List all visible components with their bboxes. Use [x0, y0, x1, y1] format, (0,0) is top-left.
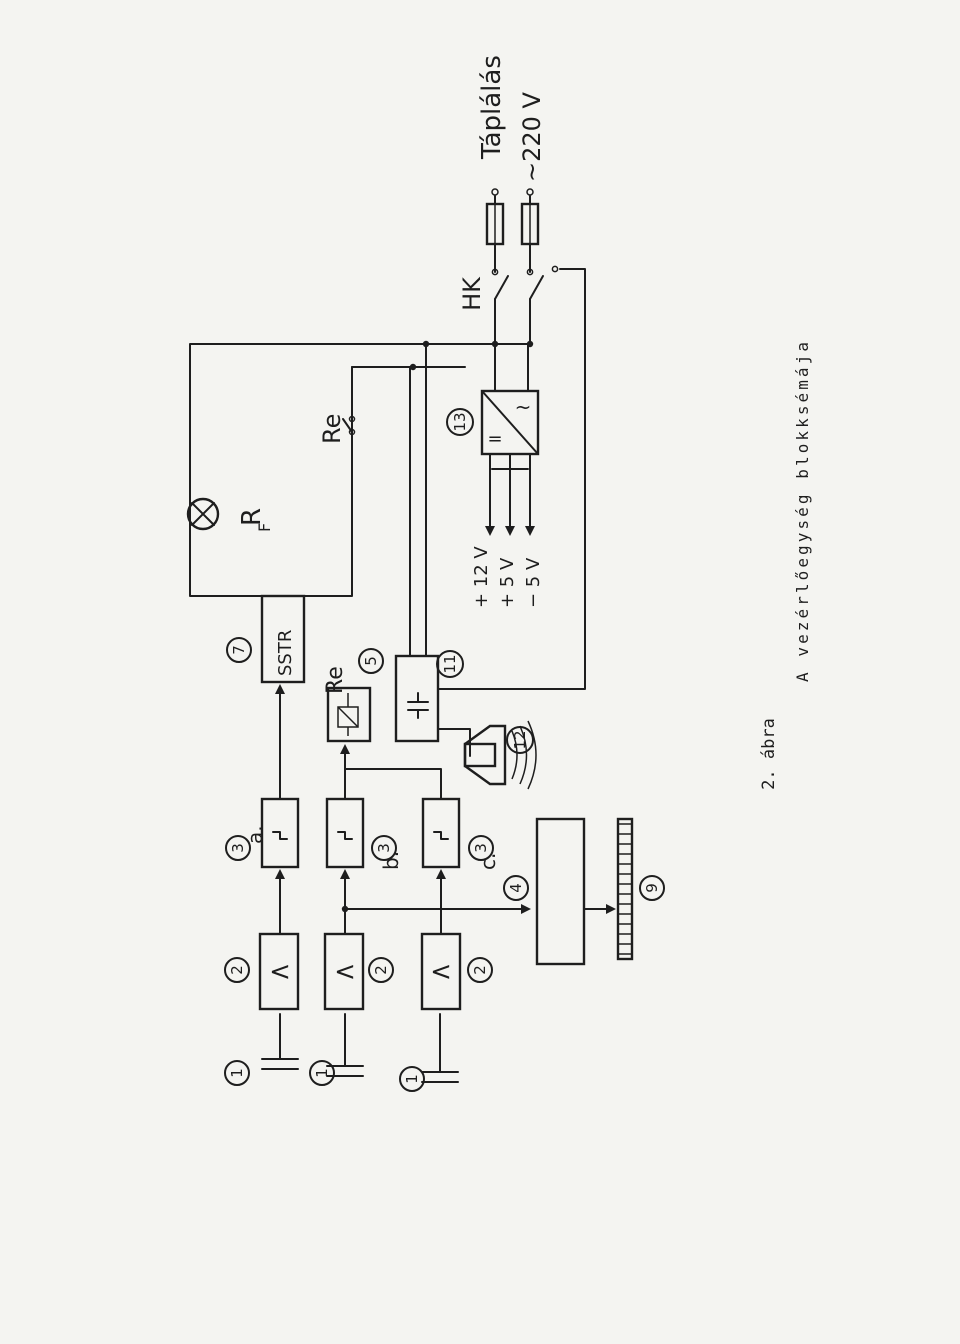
svg-text:2: 2 — [228, 965, 246, 975]
svg-text:13: 13 — [451, 412, 469, 431]
terminal-a — [491, 188, 499, 196]
speaker-cone — [463, 724, 507, 786]
converter-ac-symbol: ~ — [515, 395, 532, 419]
svg-text:1: 1 — [403, 1074, 421, 1084]
svg-text:5: 5 — [362, 656, 380, 666]
relay-block — [326, 686, 372, 743]
svg-text:7: 7 — [230, 645, 248, 655]
switch-hk-a — [494, 275, 509, 300]
lamp-sub-label: F — [255, 523, 274, 532]
callout-2c: 2 — [467, 957, 493, 983]
trigger-b-symbol — [337, 831, 353, 840]
callout-3b: 3 — [371, 835, 397, 861]
callout-9: 9 — [639, 875, 665, 901]
figure-title: A vezérlőegység blokksémája — [793, 342, 812, 682]
svg-text:1: 1 — [313, 1068, 331, 1078]
svg-text:4: 4 — [507, 883, 525, 893]
callout-12: 12 — [506, 726, 534, 754]
wire-buzzer-return — [437, 268, 586, 690]
display-segments — [618, 823, 632, 955]
wire-sstr-lamp — [189, 343, 531, 597]
converter-dc-symbol: = — [487, 429, 502, 450]
switch-hk-b — [529, 275, 544, 300]
callout-5: 5 — [358, 648, 384, 674]
relay-contact — [342, 418, 353, 433]
voltage-minus5: − 5 V — [523, 557, 544, 608]
callout-1b: 1 — [309, 1060, 335, 1086]
callout-3a: 3 — [225, 835, 251, 861]
wire-relay-contact-bus — [351, 366, 414, 420]
main-switch-label: HK — [458, 276, 486, 311]
terminal-b — [526, 188, 534, 196]
trigger-a-symbol — [272, 831, 288, 840]
sensor-row-c — [421, 1013, 459, 1083]
callout-11: 11 — [436, 650, 464, 678]
svg-text:3: 3 — [375, 843, 393, 853]
svg-text:1: 1 — [228, 1068, 246, 1078]
relay-block-label: Re — [323, 666, 348, 694]
callout-2a: 2 — [224, 957, 250, 983]
callout-3c: 3 — [468, 835, 494, 861]
svg-text:2: 2 — [471, 965, 489, 975]
buzzer-driver-block — [394, 654, 440, 743]
callout-7: 7 — [226, 637, 252, 663]
callout-13: 13 — [446, 408, 474, 436]
svg-text:3: 3 — [229, 843, 247, 853]
supply-voltage-label: ~220 V — [518, 91, 546, 182]
trigger-b-suffix: b. — [379, 851, 403, 870]
svg-text:12: 12 — [511, 730, 529, 749]
callout-1c: 1 — [399, 1066, 425, 1092]
supply-label: Táplálás — [477, 55, 507, 160]
sensor-row-a — [261, 1013, 299, 1070]
trigger-c-symbol — [433, 831, 449, 840]
lamp-icon — [186, 497, 220, 531]
relay-top-label: Re — [318, 414, 346, 444]
svg-text:3: 3 — [472, 843, 490, 853]
processor-block — [535, 817, 586, 966]
svg-text:11: 11 — [441, 654, 459, 673]
trigger-a-suffix: a. — [243, 825, 267, 844]
svg-text:2: 2 — [372, 965, 390, 975]
wire-sstr-relay-contact — [299, 366, 358, 597]
comparator-c-symbol: < — [430, 957, 452, 987]
sstr-label: SSTR — [275, 630, 296, 676]
callout-4: 4 — [503, 875, 529, 901]
voltage-plus5: + 5 V — [497, 557, 518, 608]
wire-trig-c-buzzer — [344, 768, 442, 800]
callout-2b: 2 — [368, 957, 394, 983]
wire-speaker — [437, 728, 471, 757]
svg-text:9: 9 — [643, 883, 661, 893]
callout-1a: 1 — [224, 1060, 250, 1086]
lamp-label: R — [237, 508, 267, 526]
voltage-plus12: + 12 V — [471, 546, 492, 608]
trigger-c-suffix: c. — [476, 853, 500, 870]
figure-number: 2. ábra — [759, 718, 779, 790]
display-bar — [616, 817, 634, 961]
comparator-a-symbol: < — [269, 957, 291, 987]
rotated-diagram: < < < — [186, 55, 812, 1083]
comparator-b-symbol: < — [334, 957, 356, 987]
